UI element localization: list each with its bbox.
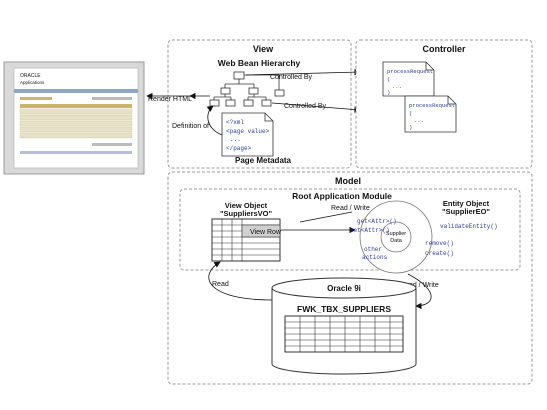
- method-validate-entity: validateEntity(): [440, 223, 498, 230]
- web-bean-hierarchy-title: Web Bean Hierarchy: [218, 58, 301, 68]
- code2-line-4: ): [409, 124, 412, 131]
- view-title: View: [253, 44, 274, 54]
- code2-line-1: processRequest: [409, 102, 455, 109]
- entity-object-label: Entity Object: [443, 199, 490, 208]
- read-write-top-label: Read / Write: [331, 205, 370, 212]
- screenshot-brand: ORACLE: [20, 73, 41, 79]
- controller-title: Controller: [422, 44, 465, 54]
- model-title: Model: [335, 176, 361, 186]
- definition-of-label: Definition of: [172, 123, 209, 130]
- view-object-name: "SuppliersVO": [220, 209, 273, 218]
- controller-code-doc-1: [382, 61, 435, 97]
- xml-line-1: <?xml: [226, 119, 244, 126]
- entity-center-line-1: Supplier: [386, 231, 406, 237]
- read-write-bottom-label: Read / Write: [400, 282, 439, 289]
- controlled-by-arrow-1: [245, 68, 361, 76]
- root-application-module-title: Root Application Module: [292, 191, 392, 201]
- xml-line-3: ...: [230, 136, 241, 143]
- entity-object-name: "SupplierEO": [442, 207, 490, 216]
- code1-line-4: ): [387, 89, 390, 96]
- view-panel: [167, 39, 352, 169]
- method-set-attr: set<Attr>(): [350, 227, 390, 234]
- method-create: create(): [425, 250, 454, 257]
- entity-center-line-2: Data: [390, 238, 403, 244]
- read-write-bottom-arrow: [407, 273, 432, 310]
- view-object-label: View Object: [225, 201, 268, 210]
- definition-of-arrow: [206, 105, 223, 136]
- oracle-app-screenshot: ORACLE Applications: [3, 61, 145, 175]
- code1-line-1: processRequest: [387, 68, 433, 75]
- render-html-label: Render HTML: [148, 96, 192, 103]
- code1-line-2: (: [387, 76, 390, 83]
- supplier-data-core: [380, 221, 412, 253]
- method-other: other: [364, 246, 382, 253]
- screenshot-app: Applications: [20, 80, 45, 85]
- table-name: FWK_TBX_SUPPLIERS: [297, 304, 391, 314]
- read-arrow: [208, 261, 273, 301]
- controlled-by-arrow-2: [271, 102, 361, 113]
- view-row: [241, 224, 281, 238]
- controller-code-doc-2: [404, 95, 457, 133]
- code1-line-3: ...: [392, 83, 402, 90]
- read-label: Read: [212, 281, 229, 288]
- page-metadata-document: [221, 112, 274, 157]
- view-row-label: View Row: [250, 229, 282, 236]
- xml-line-4: </page>: [226, 145, 252, 152]
- page-metadata-title: Page Metadata: [235, 156, 292, 165]
- controlled-by-label-2: Controlled By: [284, 103, 327, 110]
- code2-line-3: ...: [414, 117, 424, 124]
- method-remove: remove(): [425, 240, 454, 247]
- method-get-attr: get<Attr>(): [357, 218, 397, 225]
- code2-line-2: (: [409, 110, 412, 117]
- xml-line-2: <page value>: [226, 128, 270, 135]
- controlled-by-label-1: Controlled By: [270, 74, 313, 81]
- read-write-top-pointer: [299, 211, 353, 223]
- supplier-table-grid: [284, 315, 404, 353]
- method-actions: actions: [362, 254, 388, 261]
- web-bean-tree: [209, 71, 285, 107]
- oracle-db-title: Oracle 9i: [327, 284, 361, 293]
